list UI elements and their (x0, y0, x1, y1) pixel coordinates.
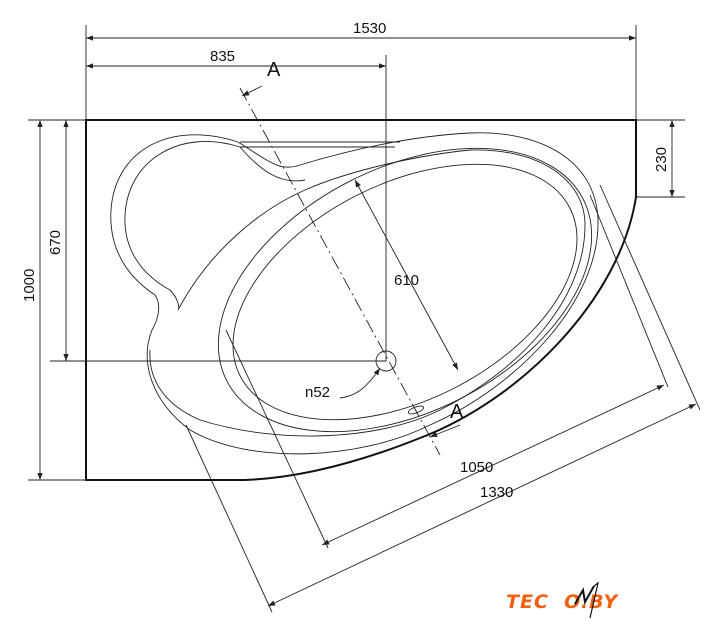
seat-rim-inner (124, 141, 586, 437)
seat-curve (239, 146, 306, 182)
dim-label-1530: 1530 (353, 20, 386, 37)
dim-label-835: 835 (210, 48, 235, 65)
dim-label-670: 670 (47, 230, 64, 255)
dim-line-1330 (267, 403, 697, 607)
basin-inner (232, 163, 578, 421)
tub-outline (85, 119, 637, 481)
svg-text:TEC O.BY: TEC O.BY (506, 591, 620, 613)
overflow-slot (407, 405, 425, 415)
section-mark-a-bottom: A (450, 401, 464, 423)
tecno-by-logo: TEC O.BY (506, 581, 620, 619)
seat-rim-outer (110, 132, 599, 455)
drain-label: n52 (305, 384, 330, 401)
dim-line-610 (354, 179, 459, 371)
dim-label-1330: 1330 (480, 484, 513, 501)
dim-label-1050: 1050 (460, 459, 493, 476)
dim-label-1000: 1000 (21, 269, 38, 302)
dim-label-230: 230 (653, 147, 670, 172)
section-mark-a-top: A (267, 59, 281, 81)
dim-label-610: 610 (394, 272, 419, 289)
